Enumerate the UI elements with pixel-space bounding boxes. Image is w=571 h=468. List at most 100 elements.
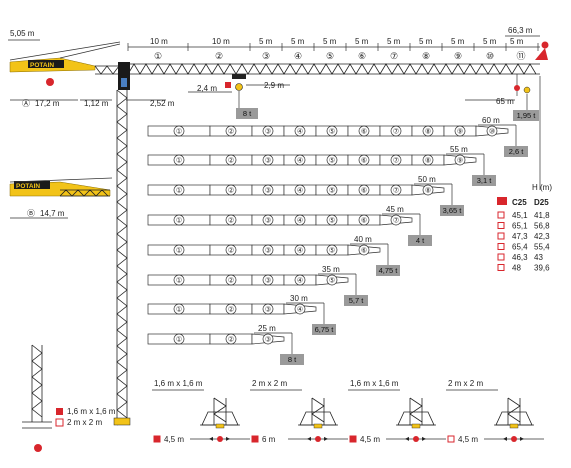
main-jib [118, 41, 549, 96]
section-number: ⑦ [393, 187, 399, 195]
svg-text:5 m: 5 m [419, 37, 433, 46]
svg-text:⑦: ⑦ [390, 51, 398, 61]
base-dist: 4,5 m [360, 435, 380, 444]
base-legend: 1,6 m x 1,6 m 2 m x 2 m [22, 344, 116, 452]
section-number: ② [228, 306, 234, 314]
load-value: 6,75 t [315, 325, 335, 334]
section-marker [173, 184, 185, 196]
counter-jib-b: POTAIN Ⓑ 14,7 m [9, 177, 113, 219]
section-marker [225, 333, 237, 345]
arrow-left: ◂ [503, 434, 507, 443]
svg-text:5 m: 5 m [291, 37, 305, 46]
section-marker [173, 274, 185, 286]
base-bracing [507, 397, 521, 423]
section-number: ① [176, 277, 182, 285]
section-marker [225, 274, 237, 286]
section-number: ② [228, 128, 234, 136]
base-size: 2 m x 2 m [252, 379, 287, 388]
height-row: 65,4 55,4 [497, 243, 550, 252]
base-item: 2 m x 2 m4,5 m◂▸ [446, 379, 544, 444]
jib-length: 45 m [386, 205, 404, 214]
section-number: ⑤ [329, 277, 335, 285]
section-number: ⑥ [361, 187, 367, 195]
section-number: ⑤ [329, 157, 335, 165]
section-number: ⑩ [489, 128, 495, 136]
section-number: ④ [297, 306, 303, 314]
section-marker [262, 303, 274, 315]
section-marker [294, 184, 306, 196]
base-item: 1,6 m x 1,6 m4,5 m◂▸ [348, 379, 446, 444]
section-marker [326, 125, 338, 137]
svg-text:5 m: 5 m [355, 37, 369, 46]
svg-text:②: ② [215, 51, 223, 61]
section-marker [294, 154, 306, 166]
svg-text:⑪: ⑪ [516, 51, 525, 61]
load-box [504, 146, 528, 157]
base-frame [201, 411, 239, 426]
height-c25: 65,4 [512, 243, 528, 252]
height-c25: 47,3 [512, 232, 528, 241]
base-center-icon [315, 436, 321, 442]
section-marker [294, 214, 306, 226]
svg-text:2,9 m: 2,9 m [264, 81, 284, 90]
base-footing [215, 423, 225, 429]
svg-text:Ⓐ: Ⓐ [22, 99, 30, 108]
section-marker [262, 184, 274, 196]
section-number: ③ [265, 128, 271, 136]
svg-text:17,2 m: 17,2 m [35, 99, 60, 108]
svg-text:10 m: 10 m [212, 37, 230, 46]
load-box [312, 324, 336, 335]
base-frame [495, 411, 533, 426]
section-marker [422, 154, 434, 166]
svg-text:⑤: ⑤ [326, 51, 334, 61]
base-frame [397, 411, 435, 426]
tower-mast [113, 89, 131, 426]
section-number: ⑦ [393, 217, 399, 225]
height-row-icon [497, 264, 505, 271]
section-number: ⑤ [329, 128, 335, 136]
section-marker [173, 154, 185, 166]
svg-text:5 m: 5 m [451, 37, 465, 46]
height-c25: 65,1 [512, 222, 528, 231]
section-marker [225, 214, 237, 226]
arrow-right: ▸ [520, 434, 524, 443]
section-number: ④ [297, 217, 303, 225]
brand-label: POTAIN [30, 62, 54, 69]
height-c25: 46,3 [512, 253, 528, 262]
section-number: ③ [265, 336, 271, 344]
load-value: 2,6 t [509, 147, 525, 156]
height-d25: 55,4 [534, 243, 550, 252]
section-number: ⑤ [329, 247, 335, 255]
base-dist-icon [447, 435, 455, 443]
section-number: ⑧ [425, 128, 431, 136]
svg-text:8 t: 8 t [243, 109, 252, 118]
svg-text:66,3 m: 66,3 m [508, 26, 533, 35]
section-number: ④ [297, 247, 303, 255]
section-marker [486, 125, 498, 137]
section-marker [173, 125, 185, 137]
section-marker [390, 214, 402, 226]
section-number: ② [228, 157, 234, 165]
section-marker [173, 333, 185, 345]
load-box [472, 175, 496, 186]
load-box [440, 205, 464, 216]
load-value: 8 t [288, 355, 297, 364]
section-number: ④ [297, 157, 303, 165]
load-value: 5,7 t [349, 296, 365, 305]
svg-text:5 m: 5 m [483, 37, 497, 46]
section-marker [262, 154, 274, 166]
section-marker [294, 303, 306, 315]
section-marker [294, 244, 306, 256]
section-marker [262, 274, 274, 286]
svg-text:④: ④ [294, 51, 302, 61]
section-number: ③ [265, 277, 271, 285]
section-number: ③ [265, 217, 271, 225]
section-marker [358, 154, 370, 166]
section-marker [358, 184, 370, 196]
